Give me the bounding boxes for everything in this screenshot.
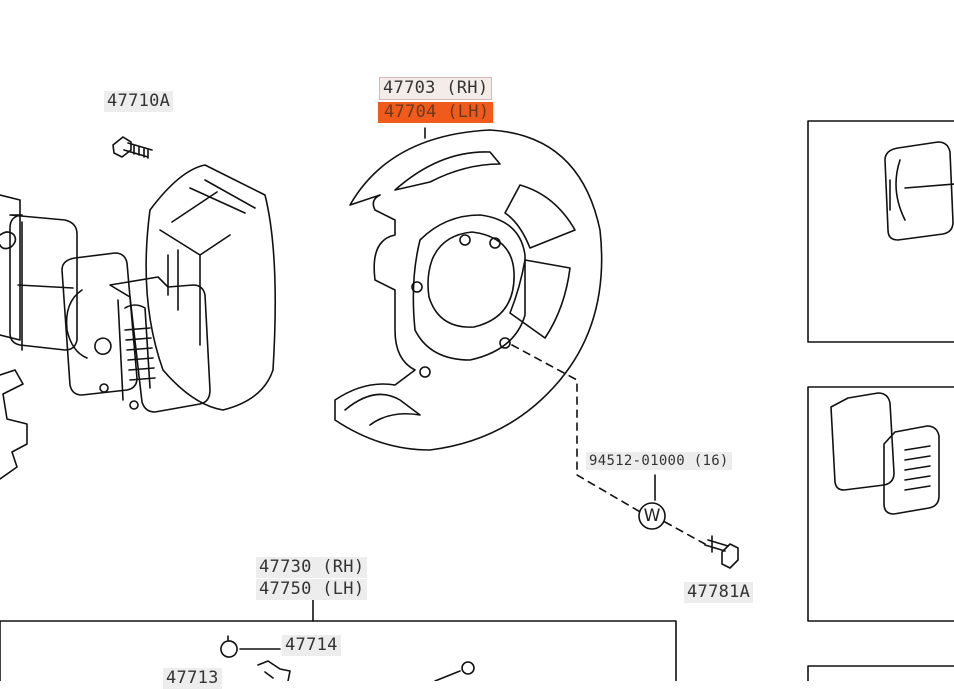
left-brake-pads-drawing (0, 194, 78, 480)
bolt-47781a-drawing (704, 535, 739, 569)
label-47704-lh: 47704 (LH) (378, 102, 494, 123)
detail-pads-middle-drawing (830, 392, 940, 515)
center-brake-pads-drawing (61, 252, 211, 413)
bolt-47710a-drawing (112, 136, 153, 159)
label-47713: 47713 (163, 668, 222, 689)
part-47713-drawing (257, 660, 291, 682)
w-symbol: W (643, 506, 661, 526)
label-94512-01000: 94512-01000 (16) (586, 452, 732, 470)
detail-pads-top-drawing (884, 141, 954, 241)
label-47730-rh: 47730 (RH) (256, 557, 368, 578)
label-47781a: 47781A (684, 582, 754, 603)
detail-box-middle (807, 386, 954, 622)
label-47703-rh: 47703 (RH) (378, 77, 493, 100)
dust-shield-drawing (334, 127, 603, 451)
label-47714: 47714 (282, 635, 341, 656)
lower-detail-box (0, 620, 677, 689)
label-47710a: 47710A (104, 91, 174, 112)
part-47714-drawing (220, 635, 238, 658)
leader-dashed-94512 (511, 344, 706, 545)
detail-box-top (807, 120, 954, 343)
detail-box-bottom (807, 665, 954, 689)
label-47750-lh: 47750 (LH) (256, 579, 368, 600)
part-right-lower-drawing (434, 661, 475, 682)
caliper-bracket-drawing (145, 164, 277, 411)
w-symbol-circle (638, 502, 666, 530)
